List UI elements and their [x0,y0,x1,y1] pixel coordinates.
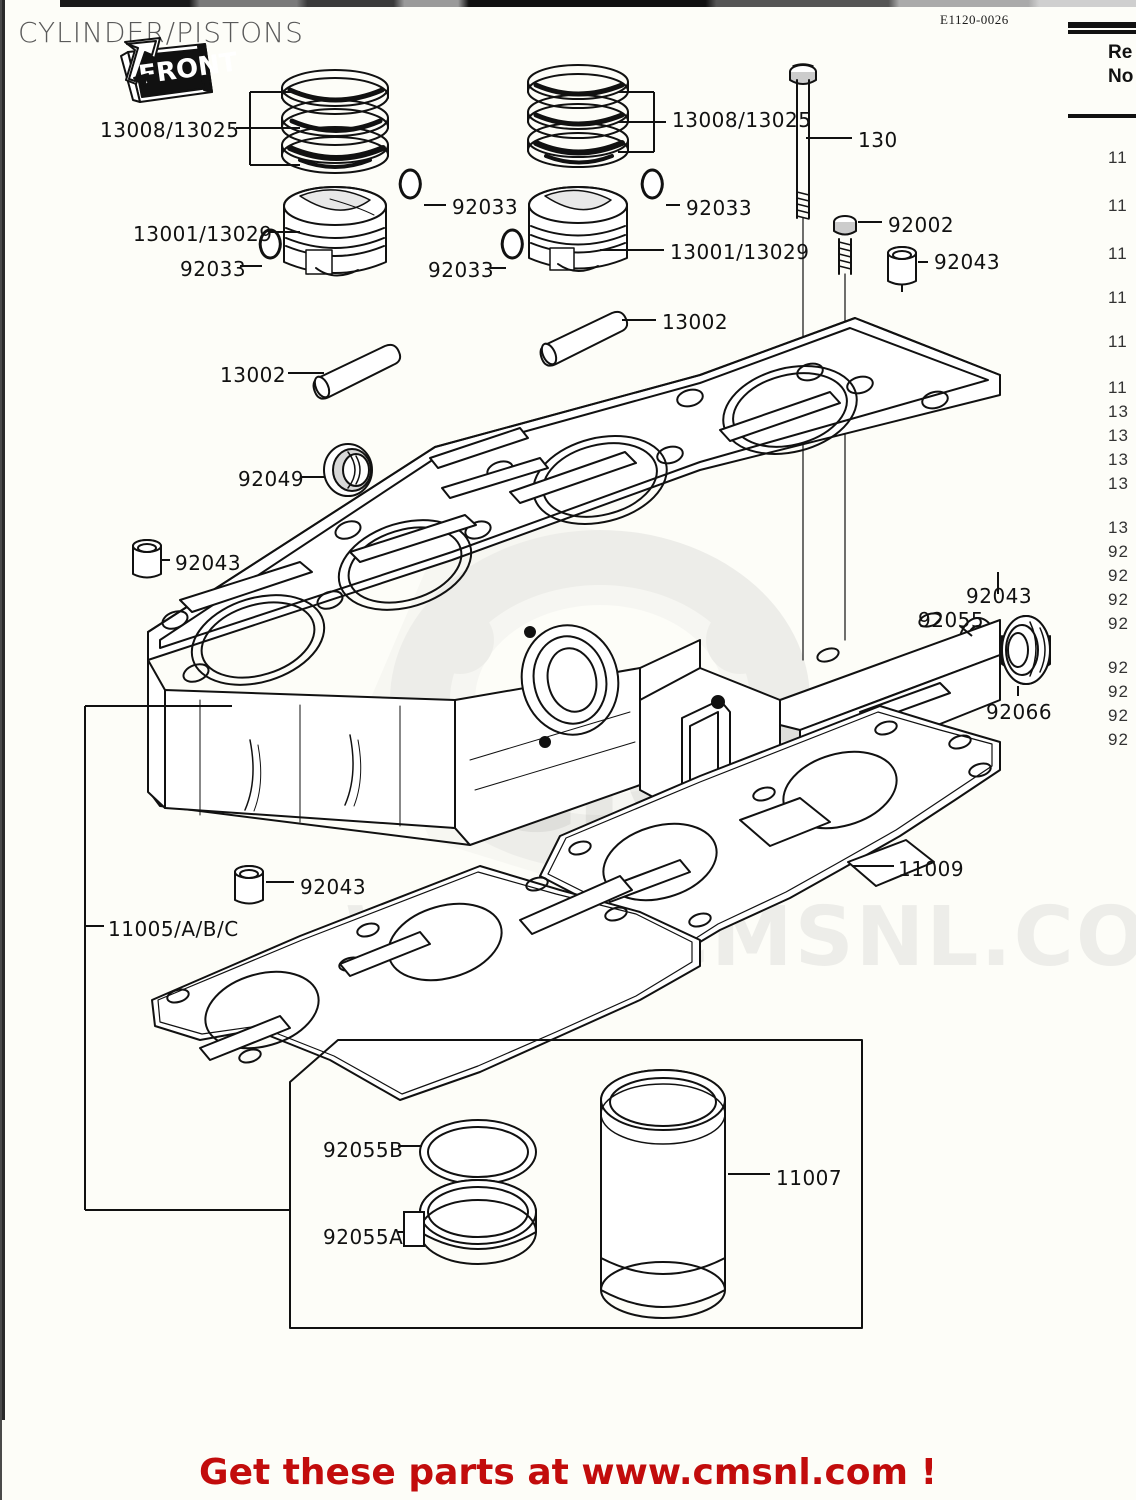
inset-detail-box [289,1039,863,1329]
callout-92043-top-right: 92043 [934,250,1001,274]
callout-92033-d: 92033 [428,258,495,282]
rpanel-number-6: 13 [1108,402,1129,421]
callout-11009: 11009 [898,857,965,881]
rpanel-rule-bottom [1068,114,1136,118]
rpanel-number-14: 92 [1108,614,1129,633]
base-gasket [151,865,701,1101]
rpanel-number-7: 13 [1108,426,1129,445]
rpanel-number-16: 92 [1108,682,1129,701]
callout-11007: 11007 [776,1166,843,1190]
piston-pin-1 [539,310,629,367]
circlip-92033-c [500,228,524,260]
rpanel-number-12: 92 [1108,566,1129,585]
callout-13002-upper: 13002 [662,310,729,334]
o-ring-92055A [419,1179,537,1265]
callout-130: 130 [858,128,898,152]
circlip-92033-b [398,168,422,200]
top-scan-artifact-bar [60,0,1136,7]
rpanel-number-18: 92 [1108,730,1129,749]
callout-92043-right: 92043 [966,584,1033,608]
reference-number-panel: Re No 11 11 11 11 11 11 13 13 13 13 13 9… [1068,30,1136,750]
cylinder-sleeve-11007 [600,1069,726,1319]
callout-92066: 92066 [986,700,1053,724]
rpanel-number-2: 11 [1108,244,1128,263]
dowel-pin-92043-c [234,865,264,905]
callout-92043-left: 92043 [175,551,242,575]
callout-92055: 92055 [918,608,985,632]
rpanel-number-13: 92 [1108,590,1129,609]
callout-92033-b: 92033 [686,196,753,220]
dowel-pin-92043-a [887,246,917,286]
callout-92033-c: 92033 [180,257,247,281]
piston-ring-set-2 [527,64,629,168]
callout-13008-13025-right: 13008/13025 [672,108,812,132]
rpanel-number-1: 11 [1108,196,1128,215]
rpanel-number-11: 92 [1108,542,1129,561]
o-ring-92055B [419,1119,537,1185]
left-scan-edge-bar [0,0,5,1420]
callout-13002-lower: 13002 [220,363,287,387]
callout-13001-13029-right: 13001/13029 [670,240,810,264]
rpanel-number-8: 13 [1108,450,1129,469]
piston-pin-2 [312,343,402,400]
callout-92033-a: 92033 [452,195,519,219]
circlip-92033-d [640,168,664,200]
rpanel-number-9: 13 [1108,474,1129,493]
rpanel-number-4: 11 [1108,332,1128,351]
top-right-scan-bar [1068,22,1136,28]
dowel-pin-92043-b [132,539,162,579]
cap-92066 [1001,615,1051,685]
rpanel-header-line1: Re [1108,42,1133,63]
rpanel-number-15: 92 [1108,658,1129,677]
callout-13008-13025-left: 13008/13025 [100,118,240,142]
callout-92002: 92002 [888,213,955,237]
rpanel-number-3: 11 [1108,288,1128,307]
rpanel-header-line2: No [1108,66,1134,87]
rpanel-number-10: 13 [1108,518,1129,537]
page-title: CYLINDER/PISTONS [18,16,304,49]
circlip-92033-a [258,228,282,260]
reference-code: E1120-0026 [940,12,1009,27]
piston-1 [283,186,387,277]
piston-2 [528,186,628,272]
piston-ring-set-1 [281,69,389,174]
stud-bolt-130 [789,63,817,661]
callout-92055B: 92055B [323,1138,404,1162]
left-page-border [0,0,2,1500]
front-direction-marker: FRONT [120,37,240,103]
callout-92043-lower: 92043 [300,875,367,899]
cylinder-block-11005 [147,317,1001,887]
oil-seal-92049 [323,443,373,497]
rpanel-rule-top [1068,30,1136,34]
rpanel-number-0: 11 [1108,148,1128,167]
callout-92055A: 92055A [323,1225,404,1249]
rpanel-number-17: 92 [1108,706,1129,725]
callout-11005-abc: 11005/A/B/C [108,917,239,941]
promo-text: Get these parts at www.cmsnl.com ! [199,1452,937,1493]
callout-92049: 92049 [238,467,305,491]
callout-13001-13029-left: 13001/13029 [133,222,273,246]
rpanel-number-5: 11 [1108,378,1128,397]
